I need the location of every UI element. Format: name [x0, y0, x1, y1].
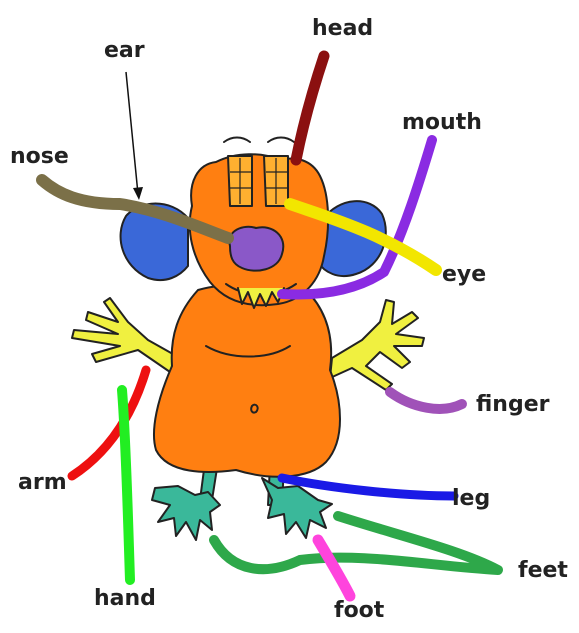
right-arm: [330, 300, 424, 390]
arm-marker: [72, 370, 146, 476]
label-leg: leg: [452, 488, 490, 510]
label-nose: nose: [10, 146, 69, 168]
ear-pointer-line: [126, 72, 138, 194]
foot-marker: [318, 540, 350, 596]
label-ear: ear: [104, 40, 145, 62]
hand-marker: [122, 390, 130, 580]
label-eye: eye: [442, 264, 486, 286]
feet-marker: [214, 516, 498, 570]
label-head: head: [312, 18, 373, 40]
ear-pointer-arrowhead: [133, 187, 143, 200]
label-foot: foot: [334, 600, 384, 622]
label-hand: hand: [94, 588, 156, 610]
monster-nose: [229, 227, 283, 271]
finger-marker: [390, 392, 462, 409]
label-finger: finger: [476, 394, 550, 416]
left-foot-shape: [152, 486, 220, 540]
head-marker: [296, 56, 324, 160]
label-mouth: mouth: [402, 112, 482, 134]
right-eyebrow: [268, 138, 294, 143]
label-feet: feet: [518, 560, 568, 582]
left-eyebrow: [224, 138, 250, 143]
monster-body: [154, 284, 340, 477]
left-arm: [72, 298, 180, 372]
label-arm: arm: [18, 472, 67, 494]
